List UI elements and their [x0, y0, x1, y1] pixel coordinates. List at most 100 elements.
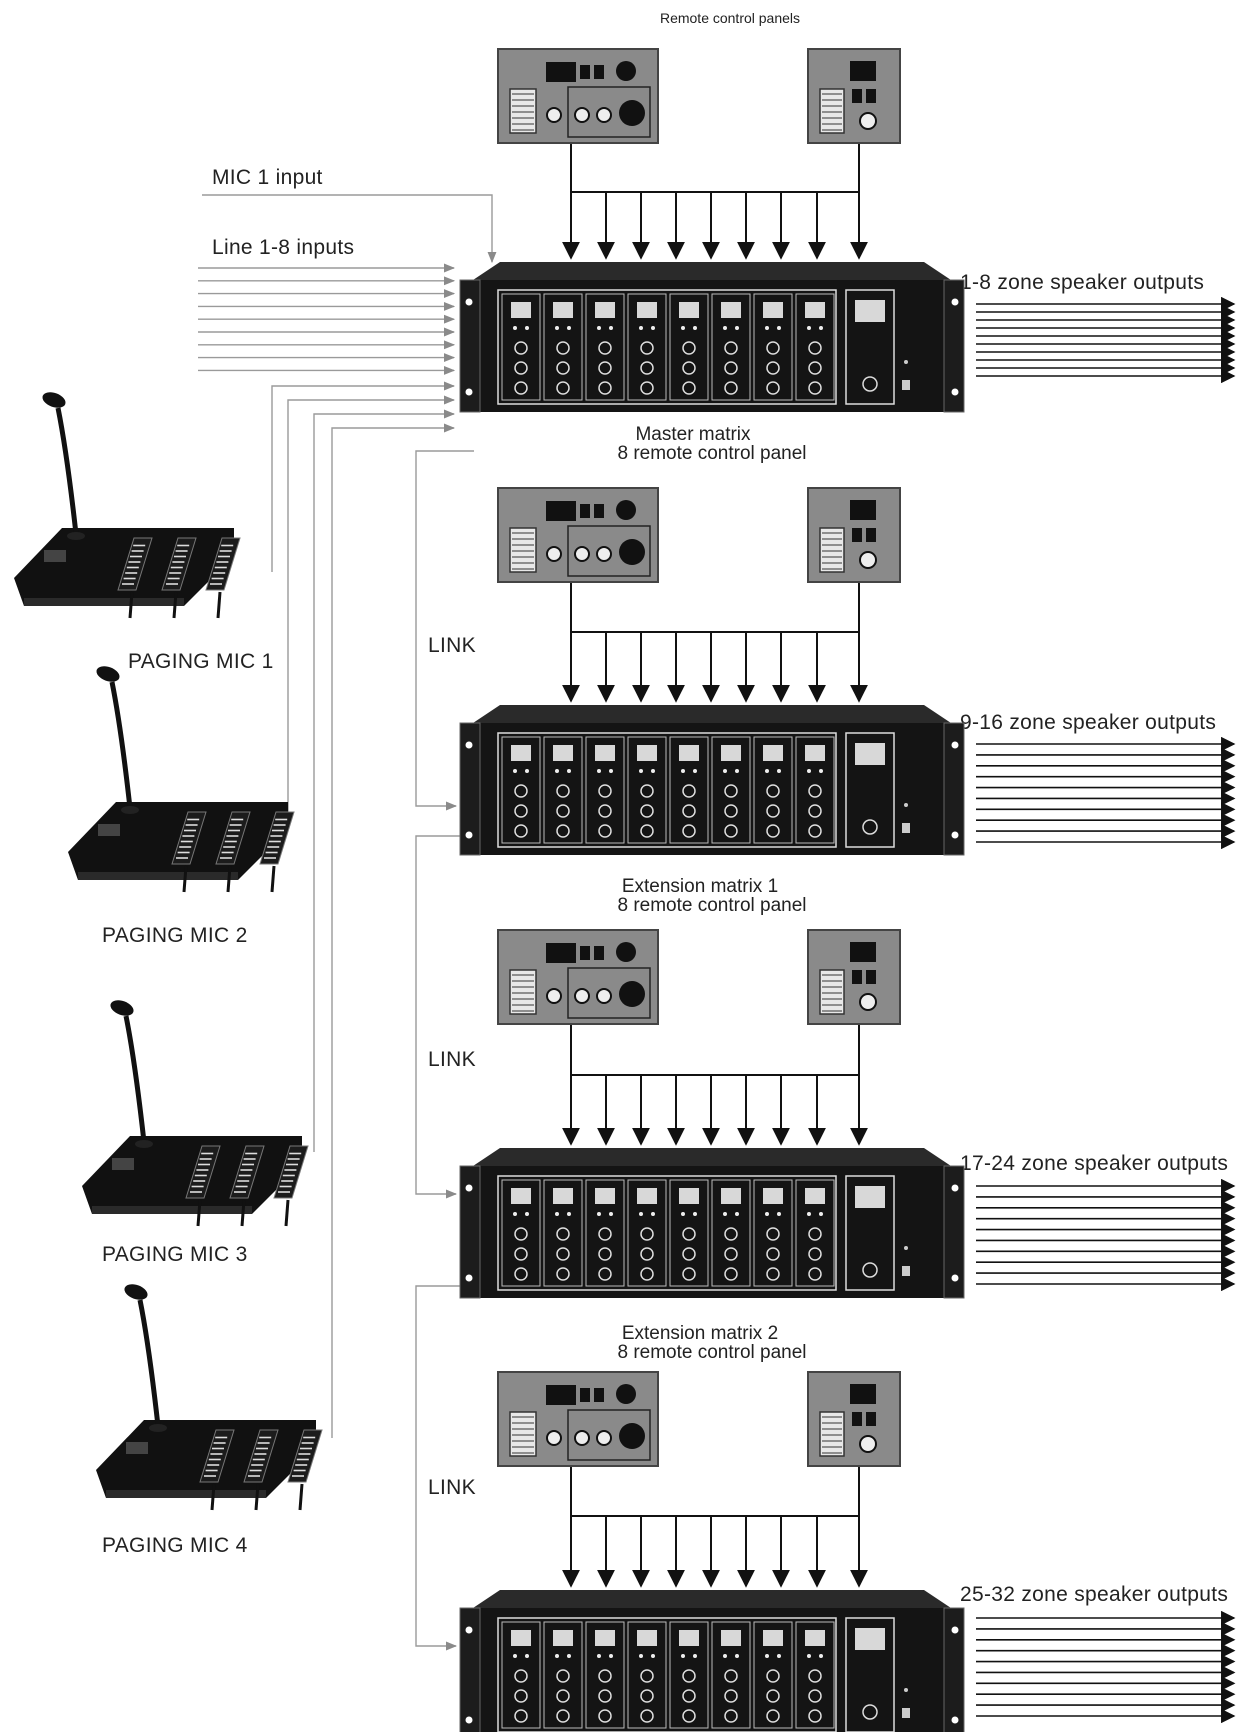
- rack-screw-hole: [951, 1626, 959, 1634]
- channel-knob: [556, 341, 570, 355]
- volume-knob: [596, 988, 612, 1004]
- channel-led: [525, 326, 529, 330]
- paging-mic-console-1: [14, 392, 241, 619]
- channel-led: [513, 326, 517, 330]
- channel-knob: [682, 1669, 696, 1683]
- panel-keypad: [819, 527, 845, 573]
- volume-knob: [859, 993, 877, 1011]
- channel-led: [555, 326, 559, 330]
- link-cable-1: [415, 450, 474, 811]
- channel-knob: [556, 804, 570, 818]
- channel-led: [807, 1654, 811, 1658]
- console-front: [78, 872, 238, 880]
- panel-jack: [616, 61, 636, 81]
- channel-led: [765, 326, 769, 330]
- channel-knob: [556, 1709, 570, 1723]
- rack-top: [470, 262, 954, 282]
- channel-led: [651, 1212, 655, 1216]
- volume-knob: [596, 546, 612, 562]
- console-rib: [254, 1483, 260, 1511]
- console-rib: [298, 1483, 304, 1511]
- channel-knob: [640, 824, 654, 838]
- panel-button: [580, 65, 590, 79]
- channel-knob: [808, 1247, 822, 1261]
- volume-knob: [574, 988, 590, 1004]
- gooseneck: [137, 1299, 161, 1427]
- panel-inner-frame: [567, 1409, 651, 1461]
- channel-display: [637, 1630, 657, 1646]
- console-rib: [196, 1199, 202, 1227]
- channel-led: [765, 769, 769, 773]
- channel-led: [525, 1212, 529, 1216]
- console-front: [106, 1490, 266, 1498]
- channel-led: [609, 326, 613, 330]
- channel-display: [763, 1630, 783, 1646]
- channel-display: [511, 1630, 531, 1646]
- channel-led: [609, 1212, 613, 1216]
- channel-display: [721, 1630, 741, 1646]
- channel-knob: [640, 361, 654, 375]
- mic1-input-label: MIC 1 input: [212, 166, 323, 189]
- rack-screw-hole: [951, 1716, 959, 1724]
- console-rib: [226, 865, 232, 893]
- link-cable-3: [415, 1285, 472, 1651]
- channel-led: [513, 769, 517, 773]
- matrix-unit-1: [459, 262, 965, 413]
- paging-mic-3-cable: [313, 409, 456, 1152]
- paging-mic-console-3: [82, 1000, 309, 1227]
- channel-knob: [556, 1689, 570, 1703]
- channel-led: [525, 769, 529, 773]
- volume-knob: [574, 1430, 590, 1446]
- link-label-1: LINK: [428, 634, 476, 657]
- channel-strip: [543, 293, 583, 401]
- power-switch: [902, 380, 910, 390]
- remote-panel-small-4: [807, 1371, 901, 1467]
- channel-led: [819, 1654, 823, 1658]
- panel-button: [580, 946, 590, 960]
- remote-panel-small-1: [807, 48, 901, 144]
- rack-screw-hole: [465, 741, 473, 749]
- paging-mic-4-cable: [331, 423, 456, 1438]
- rack-screw-hole: [465, 1184, 473, 1192]
- channel-strip: [627, 293, 667, 401]
- channel-display: [637, 1188, 657, 1204]
- xlr-mic-jack: [619, 1423, 645, 1449]
- channel-display: [595, 745, 615, 761]
- channel-frame: [497, 289, 837, 405]
- rack-screw-hole: [951, 741, 959, 749]
- channel-knob: [640, 804, 654, 818]
- power-led: [904, 1688, 908, 1692]
- channel-led: [765, 1654, 769, 1658]
- xlr-mic-jack: [619, 981, 645, 1007]
- panel-jack: [616, 942, 636, 962]
- rack-ear-right: [943, 1607, 965, 1732]
- channel-led: [681, 326, 685, 330]
- channel-led: [597, 769, 601, 773]
- remote-panel-large-3: [497, 929, 659, 1025]
- rack-screw-hole: [465, 1716, 473, 1724]
- matrix-1-name: Master matrix: [635, 424, 751, 445]
- channel-led: [693, 326, 697, 330]
- panel-button: [866, 1412, 876, 1426]
- channel-knob: [724, 361, 738, 375]
- rack-screw-hole: [951, 298, 959, 306]
- channel-display: [595, 1188, 615, 1204]
- channel-knob: [808, 361, 822, 375]
- volume-knob: [546, 1430, 562, 1446]
- channel-knob: [640, 341, 654, 355]
- matrix-1-sub: 8 remote control panel: [617, 443, 806, 464]
- matrix-4-output-label: 25-32 zone speaker outputs: [960, 1583, 1228, 1606]
- channel-knob: [514, 1689, 528, 1703]
- channel-strip: [501, 736, 541, 844]
- channel-knob: [514, 824, 528, 838]
- rack-top: [470, 1148, 954, 1168]
- channel-strip: [543, 1621, 583, 1729]
- channel-knob: [766, 1247, 780, 1261]
- wiring-layer: [198, 144, 1236, 1724]
- matrix-unit-2: [459, 705, 965, 856]
- mic-head: [124, 1284, 148, 1300]
- volume-knob: [574, 107, 590, 123]
- channel-led: [597, 326, 601, 330]
- channel-strip: [753, 1179, 793, 1287]
